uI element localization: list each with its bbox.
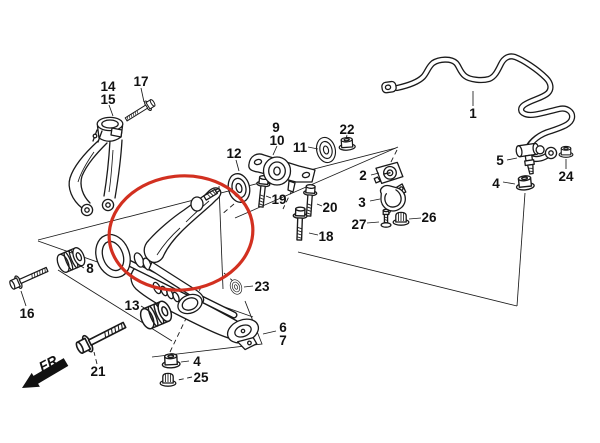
lower-arm-spring-hole — [177, 293, 203, 315]
upper-arm-member — [143, 187, 222, 303]
nut-22 — [337, 136, 357, 152]
callout-6: 6 — [279, 320, 287, 335]
nut-24 — [558, 145, 574, 158]
callout-17: 17 — [133, 74, 148, 89]
washer-11 — [313, 134, 339, 166]
callout-25: 25 — [193, 370, 209, 385]
callout-15: 15 — [100, 92, 116, 107]
bolt-17 — [122, 96, 158, 125]
callout-2: 2 — [359, 168, 367, 183]
bushing-8 — [54, 245, 88, 275]
callout-8: 8 — [86, 261, 94, 276]
callout-22: 22 — [339, 122, 354, 137]
leader-lines-dashed — [93, 351, 193, 381]
callout-11: 11 — [293, 140, 308, 155]
stabilizer-bar-right-end — [544, 146, 558, 160]
callout-7: 7 — [279, 333, 287, 348]
part-bracket-3 — [379, 183, 407, 212]
callout-13: 13 — [124, 298, 140, 313]
cap-nut-26 — [392, 211, 410, 226]
callout-23: 23 — [254, 279, 270, 294]
part-lower-arm — [95, 187, 260, 351]
nut-4-lower — [161, 352, 181, 369]
screw-27 — [380, 208, 392, 228]
callout-24: 24 — [558, 169, 574, 184]
part-stabilizer-bar — [381, 53, 576, 163]
part-bushing-holder-2 — [373, 161, 404, 185]
callout-18: 18 — [318, 229, 334, 244]
highlight-ellipse — [107, 174, 255, 292]
nut-23 — [227, 277, 245, 297]
callout-10: 10 — [269, 133, 284, 148]
callout-20: 20 — [322, 200, 337, 215]
nut-4-upper — [514, 174, 536, 192]
callout-5: 5 — [496, 153, 504, 168]
callout-16: 16 — [19, 306, 35, 321]
callout-27: 27 — [351, 217, 366, 232]
callout-12: 12 — [226, 146, 241, 161]
part-damper-fork — [68, 116, 124, 217]
callout-14: 14 — [100, 79, 116, 94]
callout-3: 3 — [358, 195, 366, 210]
fr-arrow-icon — [22, 358, 69, 388]
fr-indicator: FR. — [22, 350, 69, 388]
bolt-21 — [72, 316, 130, 358]
callout-19: 19 — [271, 192, 286, 207]
bolt-18 — [291, 206, 308, 241]
callout-26: 26 — [421, 210, 437, 225]
callout-1: 1 — [469, 106, 477, 121]
part-stabilizer-link-5 — [515, 142, 545, 175]
bolt-16 — [7, 262, 51, 293]
callout-9: 9 — [272, 120, 280, 135]
part-mount-bracket-9-10 — [248, 153, 316, 193]
leader-lines — [20, 87, 567, 363]
lower-arm-ball-joint — [226, 318, 260, 351]
callout-21: 21 — [90, 364, 106, 379]
cap-nut-25 — [159, 372, 177, 387]
stabilizer-bar-left-end — [381, 80, 397, 94]
callout-4: 4 — [193, 354, 201, 369]
callout-4: 4 — [492, 176, 500, 191]
